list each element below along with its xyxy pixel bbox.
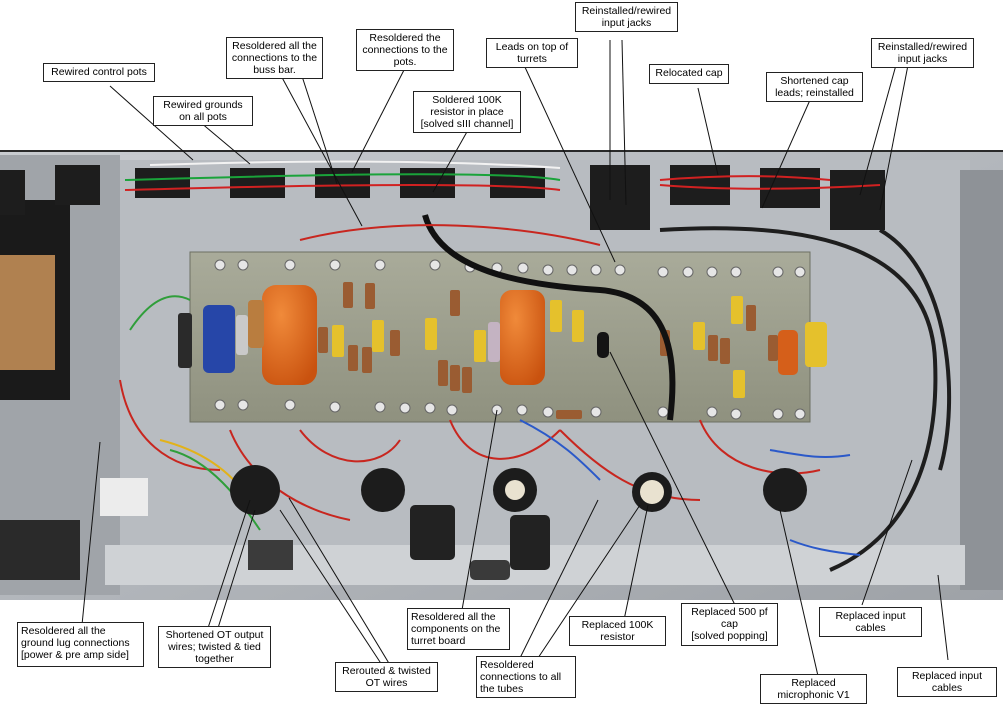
callout-resoldered-tubes: Resoldered connections to all the tubes [476,656,576,698]
callout-resoldered-ground-lugs: Resoldered all the ground lug connection… [17,622,144,667]
callout-reinstalled-jacks-2: Reinstalled/rewired input jacks [871,38,974,68]
callout-rerouted-ot-wires: Rerouted & twisted OT wires [335,662,438,692]
callout-resoldered-pots: Resoldered the connections to the pots. [356,29,454,71]
callout-resoldered-buss-bar: Resoldered all the connections to the bu… [226,37,323,79]
callout-reinstalled-jacks-1: Reinstalled/rewired input jacks [575,2,678,32]
callout-shortened-cap-leads: Shortened cap leads; reinstalled [766,72,863,102]
callout-shortened-ot-wires: Shortened OT output wires; twisted & tie… [158,626,271,668]
callout-leads-on-turrets: Leads on top of turrets [486,38,578,68]
callout-replaced-500pf: Replaced 500 pf cap [solved popping] [681,603,778,646]
callout-resoldered-turret-board: Resoldered all the components on the tur… [407,608,510,650]
callout-relocated-cap: Relocated cap [649,64,729,84]
callout-replaced-100k: Replaced 100K resistor [569,616,666,646]
callout-rewired-control-pots: Rewired control pots [43,63,155,82]
callout-soldered-100k: Soldered 100K resistor in place [solved … [413,91,521,133]
callout-replaced-input-cables-1: Replaced input cables [819,607,922,637]
callout-rewired-grounds: Rewired grounds on all pots [153,96,253,126]
callout-replaced-input-cables-2: Replaced input cables [897,667,997,697]
callout-replaced-v1: Replaced microphonic V1 [760,674,867,704]
